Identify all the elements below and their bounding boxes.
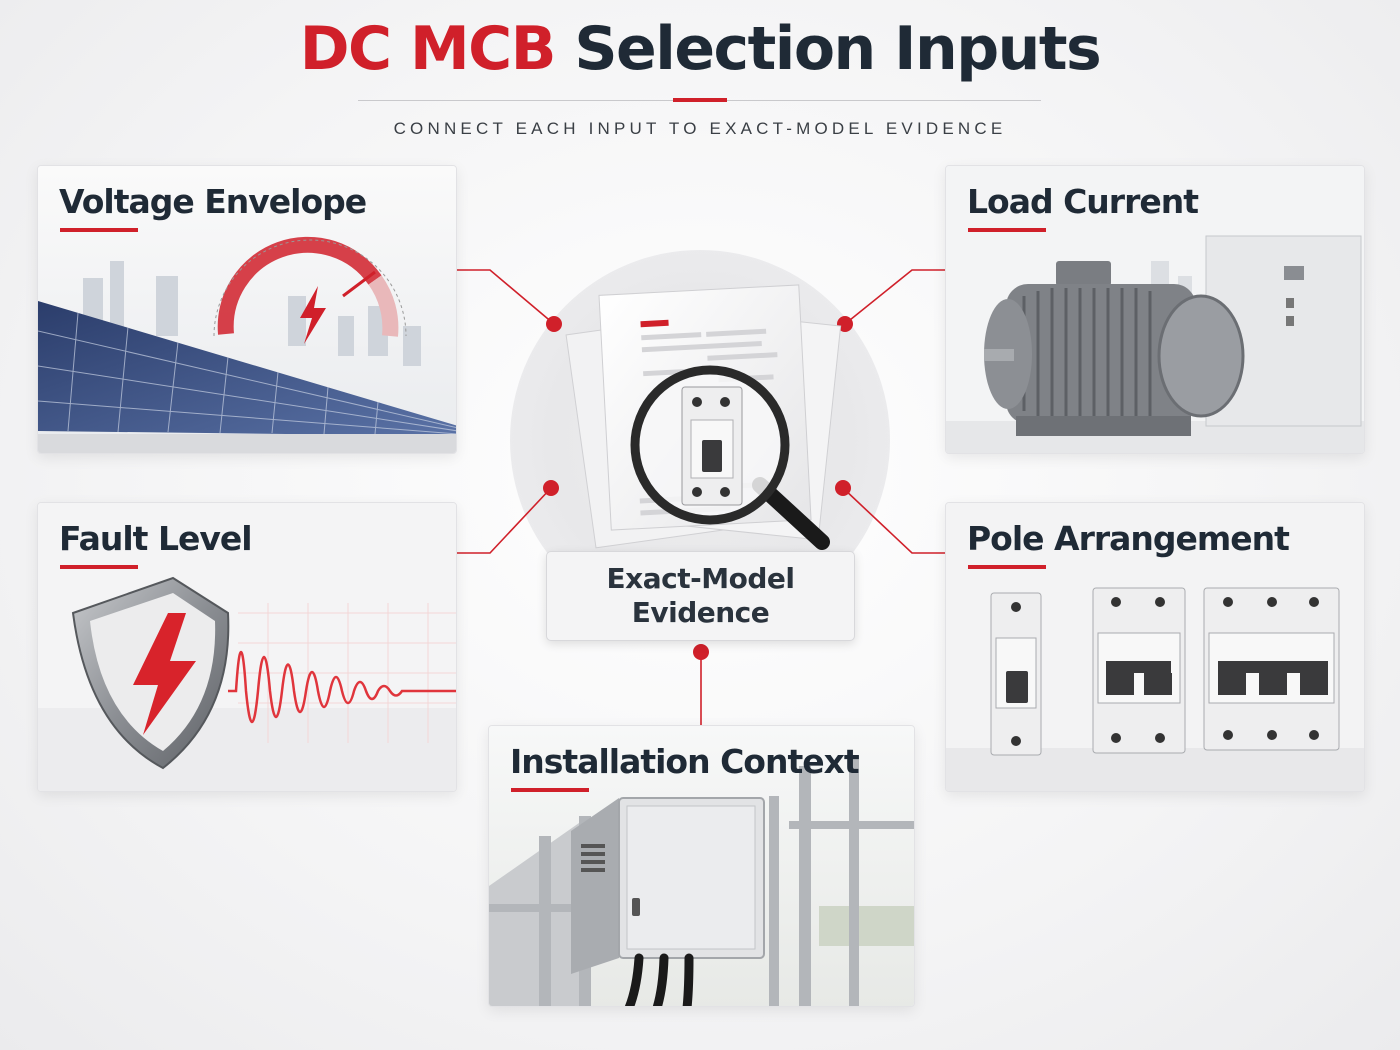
page-title: DC MCB Selection Inputs [0, 14, 1400, 84]
connector-dot-fault [543, 480, 559, 496]
card-fault-level: Fault Level [37, 502, 457, 792]
card-underline-load [968, 228, 1046, 232]
electric-motor-icon [946, 166, 1364, 453]
solar-panels-gauge-icon [38, 166, 456, 453]
center-evidence-label: Exact-Model Evidence [546, 551, 855, 641]
title-main: Selection Inputs [574, 14, 1101, 84]
circuit-breakers-icon [946, 503, 1364, 791]
title-divider-accent [673, 98, 727, 102]
card-title-load: Load Current [967, 182, 1199, 221]
card-underline-voltage [60, 228, 138, 232]
card-voltage-envelope: Voltage Envelope [37, 165, 457, 454]
connector-pole [842, 487, 945, 554]
magnifier-over-documents-icon [565, 284, 842, 550]
connector-dot-voltage [546, 316, 562, 332]
connector-dot-install [693, 644, 709, 660]
page-subtitle: CONNECT EACH INPUT TO EXACT-MODEL EVIDEN… [393, 119, 1007, 138]
card-title-voltage: Voltage Envelope [59, 182, 367, 221]
card-title-install: Installation Context [510, 742, 860, 781]
center-label-line2: Evidence [631, 596, 770, 629]
card-installation-context: Installation Context [488, 725, 915, 1007]
connector-load [844, 269, 945, 325]
connector-dot-pole [835, 480, 851, 496]
card-load-current: Load Current [945, 165, 1365, 454]
card-underline-install [511, 788, 589, 792]
card-underline-pole [968, 565, 1046, 569]
card-underline-fault [60, 565, 138, 569]
title-accent: DC MCB [299, 14, 557, 84]
center-label-line1: Exact-Model [606, 562, 795, 595]
connector-fault [457, 487, 552, 554]
shield-lightning-icon [38, 503, 456, 791]
enclosure-box-icon [489, 726, 914, 1006]
connector-dot-load [837, 316, 853, 332]
card-title-fault: Fault Level [59, 519, 253, 558]
card-title-pole: Pole Arrangement [967, 519, 1290, 558]
connector-voltage [457, 269, 555, 325]
card-pole-arrangement: Pole Arrangement [945, 502, 1365, 792]
